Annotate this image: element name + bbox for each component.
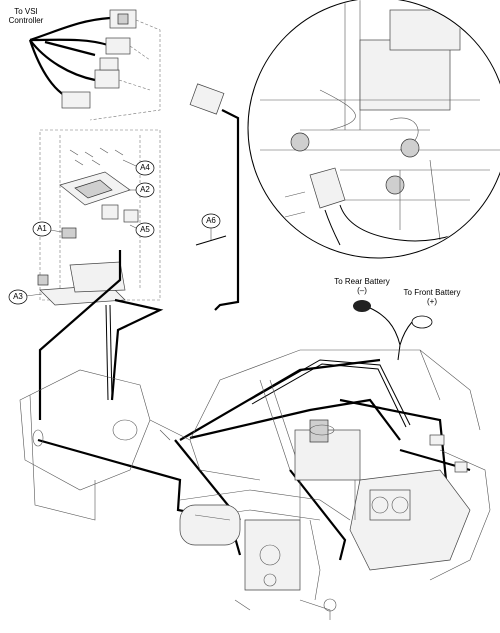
wire-harness	[37, 250, 471, 561]
svg-text:A4: A4	[140, 163, 150, 172]
rear-battery-label-line2: (–)	[357, 286, 367, 295]
rear-battery-label-line1: To Rear Battery	[334, 277, 390, 286]
callout-a1: A1	[32, 221, 63, 237]
rear-battery-terminal	[353, 300, 371, 312]
vsi-controller-label-line1: To VSI	[14, 7, 38, 16]
svg-text:A2: A2	[140, 185, 150, 194]
vsi-controller-label-line2: Controller	[9, 16, 44, 25]
callout-a6: A6	[195, 213, 227, 246]
small-relay	[61, 227, 77, 239]
screws	[69, 147, 124, 166]
gearbox	[244, 519, 301, 591]
callout-a5: A5	[129, 222, 155, 238]
inline-connector	[189, 83, 240, 311]
callout-a3: A3	[8, 289, 43, 305]
wheelchair-chassis	[19, 349, 491, 620]
callout-a4: A4	[122, 159, 155, 176]
svg-text:A5: A5	[140, 225, 150, 234]
callout-a2: A2	[128, 182, 155, 198]
harness-connector	[105, 37, 131, 55]
left-motor	[179, 504, 241, 546]
svg-text:A6: A6	[206, 216, 216, 225]
svg-text:A1: A1	[37, 224, 47, 233]
front-battery-label-line2: (+)	[427, 297, 437, 306]
circuit-breaker	[309, 167, 346, 209]
harness-connector	[94, 69, 120, 89]
front-battery-terminal	[411, 315, 433, 329]
front-battery-label-line1: To Front Battery	[404, 288, 461, 297]
harness-connector	[61, 91, 91, 109]
vsi-controller-harness	[28, 9, 161, 121]
a5-connector	[101, 204, 119, 220]
svg-text:A3: A3	[13, 292, 23, 301]
battery-leads	[353, 300, 433, 361]
exploded-assembly	[37, 129, 161, 306]
magnified-detail	[247, 0, 500, 259]
